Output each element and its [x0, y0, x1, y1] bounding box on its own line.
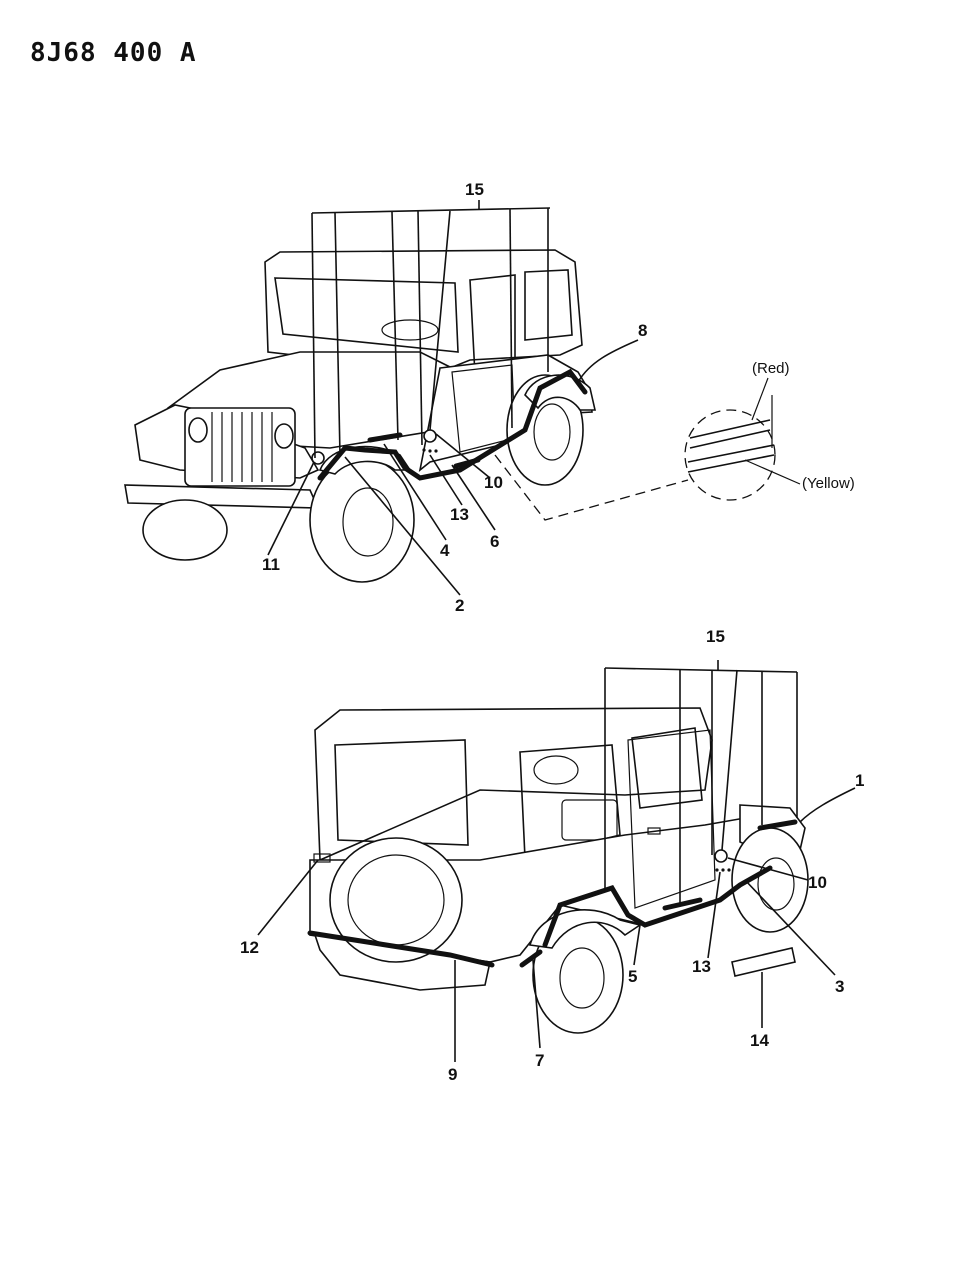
detail-label-red: (Red): [752, 360, 790, 377]
rear-callout-10: 10: [808, 873, 827, 892]
rear-callout-7: 7: [535, 1051, 544, 1070]
rear-callout-5: 5: [628, 967, 637, 986]
front-vehicle-illustration: [124, 249, 597, 583]
rear-callout-leaders: [257, 660, 856, 1062]
front-callout-leaders: [267, 200, 639, 596]
front-callout-15: 15: [465, 180, 484, 199]
rear-callout-14: 14: [750, 1031, 769, 1050]
rear-callout-3: 3: [835, 977, 844, 996]
rear-callout-9: 9: [448, 1065, 457, 1084]
rear-vehicle-illustration: [307, 707, 809, 1034]
rear-callout-1: 1: [855, 771, 864, 790]
rear-callout-12: 12: [240, 938, 259, 957]
rear-callout-13: 13: [692, 957, 711, 976]
front-callout-6: 6: [490, 532, 499, 551]
stripe-color-detail: [494, 377, 801, 521]
front-callout-13: 13: [450, 505, 469, 524]
detail-label-yellow: (Yellow): [802, 475, 855, 492]
front-callout-2: 2: [455, 596, 464, 615]
front-callout-11: 11: [262, 555, 280, 574]
document-code: 8J68 400 A: [30, 38, 197, 68]
front-callout-4: 4: [440, 541, 450, 560]
rear-callout-15: 15: [706, 627, 725, 646]
front-callout-10: 10: [484, 473, 503, 492]
front-callout-8: 8: [638, 321, 647, 340]
